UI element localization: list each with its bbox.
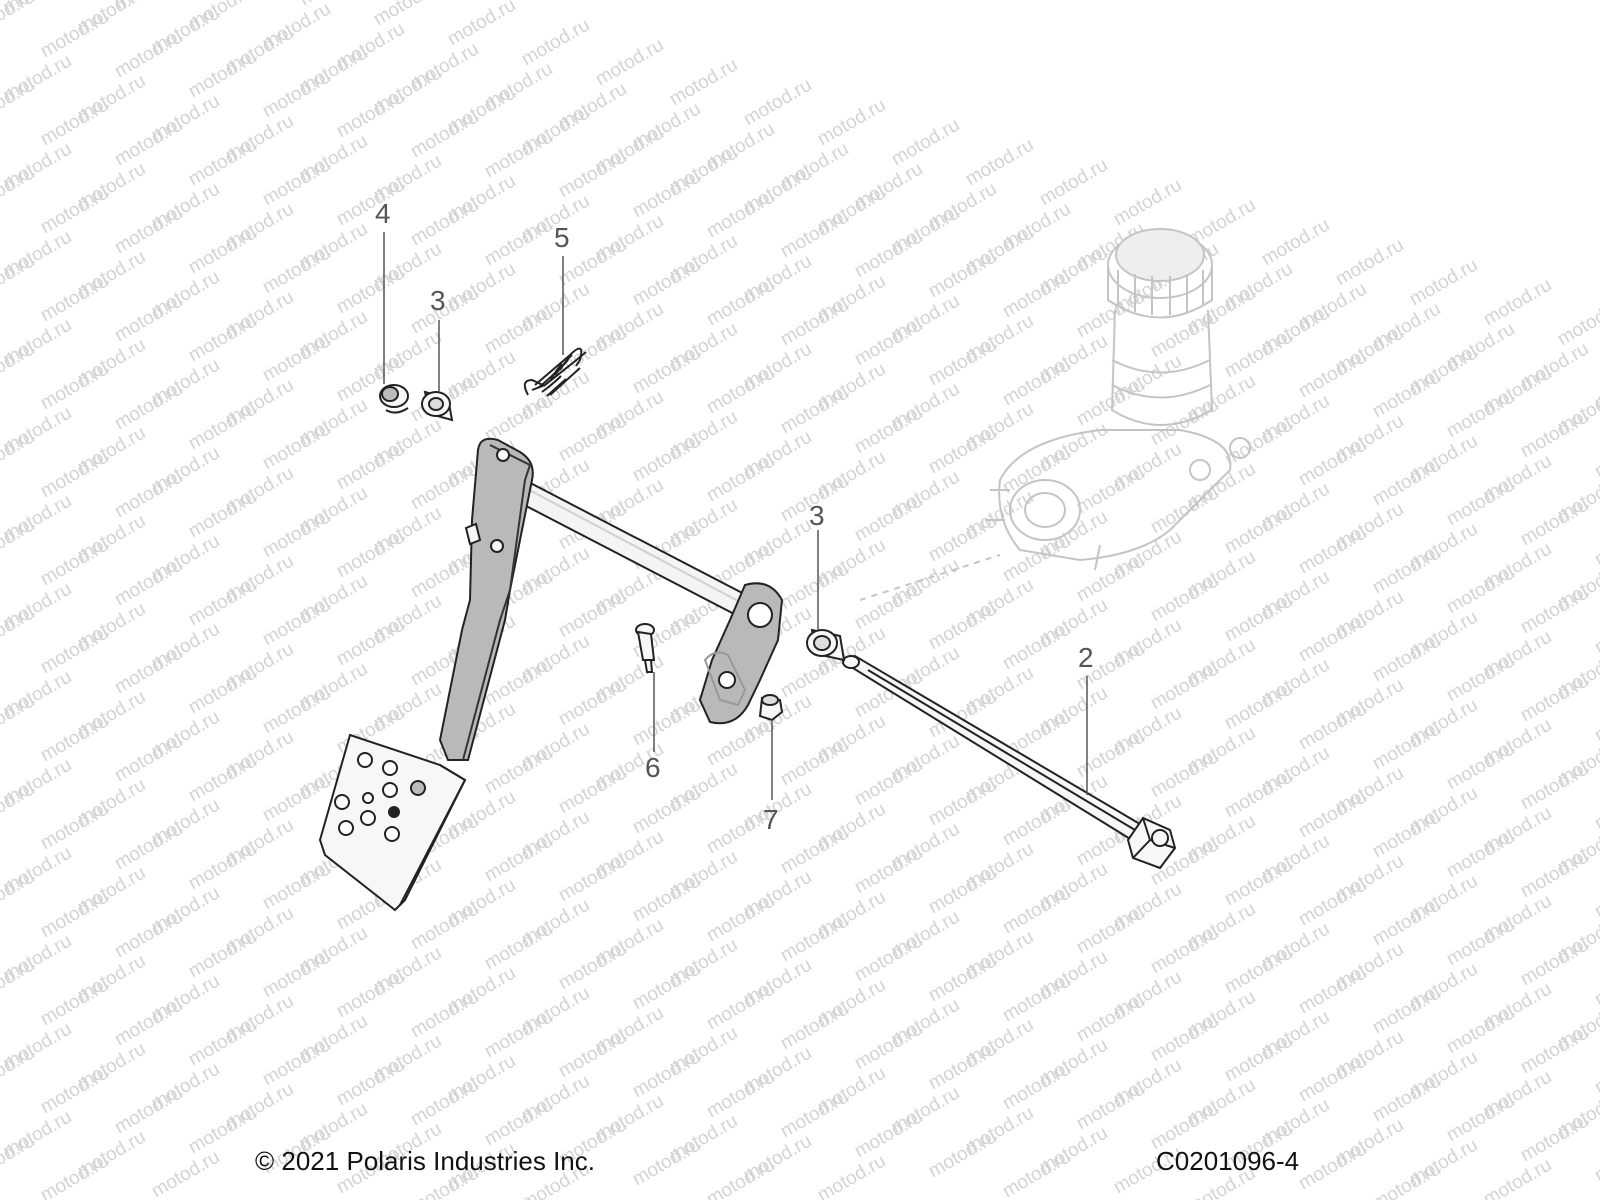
part-3-bushing-right	[806, 628, 846, 662]
ghost-master-cylinder	[859, 228, 1251, 601]
part-5-return-spring	[523, 347, 587, 397]
callout-6: 6	[645, 752, 661, 783]
part-4-flanged-bushing	[379, 384, 409, 414]
brake-pedal-assembly	[318, 437, 784, 912]
part-3-bushing-left	[421, 390, 454, 422]
leader-lines	[383, 232, 1088, 800]
part-2-pivot-bolt	[842, 654, 1177, 870]
part-7-nut	[758, 694, 784, 722]
callout-3-right: 3	[809, 500, 825, 531]
part-6-shoulder-bolt	[635, 623, 656, 673]
callout-5: 5	[554, 222, 570, 253]
copyright-text: © 2021 Polaris Industries Inc.	[255, 1146, 595, 1176]
figure-code: C0201096-4	[1156, 1146, 1300, 1176]
callout-4: 4	[375, 198, 391, 229]
callout-3-left: 3	[430, 285, 446, 316]
callout-2: 2	[1078, 642, 1094, 673]
callout-7: 7	[763, 804, 779, 835]
